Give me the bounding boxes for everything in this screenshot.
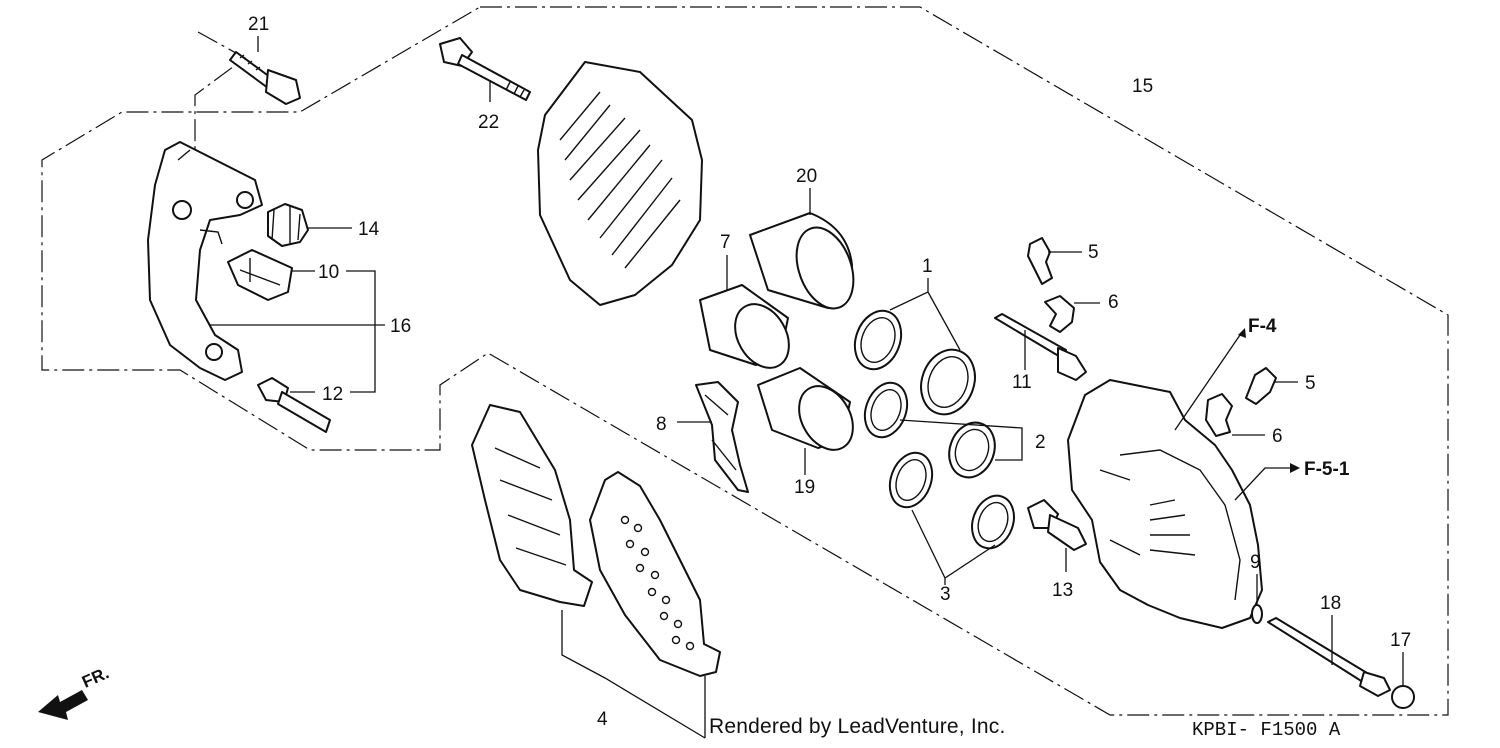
front-direction-arrow — [38, 690, 88, 720]
reference-f5-1[interactable]: F-5-1 — [1304, 459, 1350, 480]
piston-7[interactable] — [699, 284, 800, 377]
credit-text: Rendered by LeadVenture, Inc. — [709, 715, 1006, 738]
piston-19[interactable] — [757, 367, 864, 459]
callout-15[interactable]: 15 — [1132, 76, 1153, 97]
callout-12[interactable]: 12 — [322, 384, 343, 405]
callout-20[interactable]: 20 — [796, 166, 817, 187]
brake-pad-outer[interactable] — [471, 404, 593, 607]
bracket-assembly-boundary — [194, 31, 247, 280]
callout-21[interactable]: 21 — [248, 14, 269, 35]
leader-2 — [899, 419, 1023, 461]
pad-spring[interactable] — [537, 61, 703, 306]
callout-13[interactable]: 13 — [1052, 580, 1073, 601]
seal-3a[interactable] — [883, 447, 940, 513]
callout-3[interactable]: 3 — [940, 584, 951, 605]
bleeder-screw-5a[interactable] — [1027, 237, 1053, 285]
pin-bolt-12[interactable] — [257, 377, 331, 433]
leader-f4 — [1174, 334, 1241, 431]
bleeder-cap-6a[interactable] — [1044, 295, 1075, 333]
callout-2[interactable]: 2 — [1035, 432, 1046, 453]
leader-1 — [889, 278, 961, 351]
callout-22[interactable]: 22 — [478, 112, 499, 133]
slide-pin-11[interactable] — [994, 313, 1087, 381]
seal-1a[interactable] — [847, 304, 909, 375]
seal-2a[interactable] — [858, 377, 915, 443]
arrowhead-f51 — [1290, 463, 1300, 473]
seal-2b[interactable] — [942, 416, 1002, 484]
callout-10[interactable]: 10 — [318, 262, 339, 283]
leader-f51 — [1234, 467, 1290, 501]
caliper-body-15[interactable] — [1067, 379, 1263, 629]
retainer-8[interactable] — [695, 381, 749, 493]
arrowhead-f4 — [1238, 328, 1246, 338]
bleeder-screw-5b[interactable] — [1245, 367, 1277, 405]
bolt-21[interactable] — [229, 51, 301, 105]
brake-pad-inner[interactable] — [589, 471, 721, 677]
callout-6b[interactable]: 6 — [1272, 426, 1283, 447]
o-ring-9[interactable] — [1251, 604, 1263, 624]
callout-17[interactable]: 17 — [1390, 630, 1411, 651]
callout-14[interactable]: 14 — [358, 219, 380, 240]
caliper-assembly-boundary — [41, 6, 1449, 716]
piston-20[interactable] — [749, 212, 864, 316]
callout-6a[interactable]: 6 — [1108, 292, 1119, 313]
seal-3b[interactable] — [965, 490, 1021, 554]
pad-pin-18[interactable] — [1267, 617, 1391, 697]
clip-10[interactable] — [227, 249, 293, 301]
callout-19[interactable]: 19 — [794, 477, 815, 498]
pin-plug-17[interactable] — [1391, 685, 1415, 709]
bolt-22[interactable] — [439, 37, 531, 101]
callout-8[interactable]: 8 — [656, 414, 667, 435]
leader-4 — [561, 610, 706, 739]
seal-1b[interactable] — [912, 342, 983, 422]
callout-11[interactable]: 11 — [1012, 372, 1032, 393]
callout-18[interactable]: 18 — [1320, 593, 1341, 614]
leader-10-12 — [290, 270, 376, 393]
callout-1[interactable]: 1 — [922, 256, 933, 277]
diagram-code: KPBI- F1500 A — [1192, 719, 1341, 741]
callout-5a[interactable]: 5 — [1088, 242, 1099, 263]
bleeder-cap-6b[interactable] — [1205, 393, 1233, 437]
leader-3 — [911, 509, 996, 585]
boot-14[interactable] — [267, 203, 309, 247]
caliper-bracket-16[interactable] — [147, 141, 263, 381]
callout-5b[interactable]: 5 — [1305, 373, 1316, 394]
callout-9[interactable]: 9 — [1250, 552, 1261, 573]
callout-7[interactable]: 7 — [720, 232, 731, 253]
bolt-13[interactable] — [1027, 499, 1087, 551]
reference-f4[interactable]: F-4 — [1248, 316, 1277, 337]
callout-16[interactable]: 16 — [390, 316, 411, 337]
callout-4[interactable]: 4 — [597, 709, 608, 730]
